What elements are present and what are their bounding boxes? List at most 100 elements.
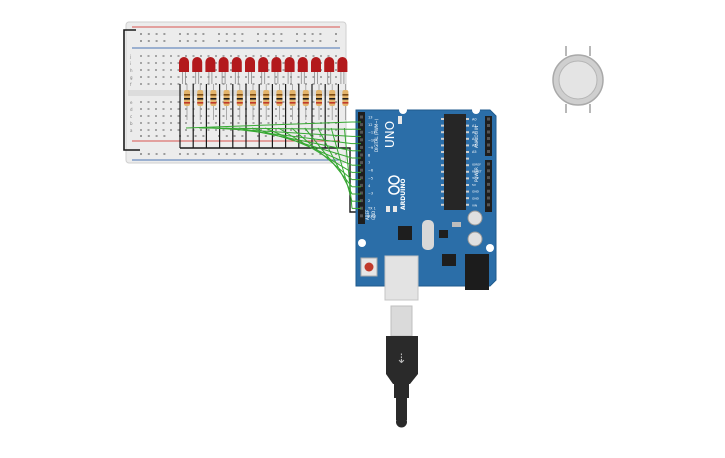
terminal-hole[interactable] (222, 101, 225, 103)
green-wire[interactable] (330, 127, 353, 202)
green-wire[interactable] (291, 127, 353, 180)
rail-hole[interactable] (202, 40, 205, 42)
terminal-hole[interactable] (140, 83, 142, 85)
terminal-hole[interactable] (177, 122, 180, 124)
terminal-hole[interactable] (275, 83, 277, 85)
terminal-hole[interactable] (312, 76, 315, 78)
power-jack[interactable] (465, 254, 489, 290)
rail-hole[interactable] (296, 153, 298, 155)
terminal-hole[interactable] (215, 108, 217, 110)
rail-hole[interactable] (303, 153, 306, 155)
digital-header[interactable] (358, 112, 365, 224)
terminal-hole[interactable] (147, 115, 150, 117)
rail-hole[interactable] (280, 153, 283, 155)
terminal-hole[interactable] (147, 108, 150, 110)
terminal-hole[interactable] (177, 101, 180, 103)
terminal-hole[interactable] (215, 129, 217, 131)
terminal-hole[interactable] (275, 122, 277, 124)
terminal-hole[interactable] (335, 115, 337, 117)
terminal-hole[interactable] (237, 108, 240, 110)
terminal-hole[interactable] (185, 115, 187, 117)
rail-hole[interactable] (319, 153, 322, 155)
terminal-hole[interactable] (320, 83, 322, 85)
terminal-hole[interactable] (327, 101, 330, 103)
rail-hole[interactable] (241, 135, 244, 137)
usb-plug-housing[interactable] (386, 336, 418, 384)
terminal-hole[interactable] (177, 62, 180, 64)
terminal-hole[interactable] (312, 129, 315, 131)
terminal-hole[interactable] (327, 108, 330, 110)
power-pin[interactable] (487, 196, 490, 200)
terminal-hole[interactable] (207, 108, 210, 110)
terminal-hole[interactable] (282, 69, 285, 71)
terminal-hole[interactable] (230, 108, 232, 110)
terminal-hole[interactable] (260, 55, 262, 57)
digital-pin[interactable] (360, 176, 363, 180)
terminal-hole[interactable] (215, 83, 217, 85)
rail-hole[interactable] (163, 135, 166, 137)
terminal-hole[interactable] (162, 101, 165, 103)
terminal-hole[interactable] (162, 69, 165, 71)
terminal-hole[interactable] (267, 55, 270, 57)
terminal-hole[interactable] (185, 76, 187, 78)
terminal-hole[interactable] (290, 122, 292, 124)
rail-hole[interactable] (225, 135, 228, 137)
usb-strain-relief[interactable] (394, 384, 409, 398)
power-pin[interactable] (487, 176, 490, 180)
rail-hole[interactable] (233, 33, 236, 35)
terminal-hole[interactable] (320, 55, 322, 57)
green-wire[interactable] (251, 127, 353, 159)
terminal-hole[interactable] (312, 83, 315, 85)
rail-hole[interactable] (264, 40, 267, 42)
rail-hole[interactable] (272, 135, 275, 137)
rail-hole[interactable] (218, 153, 220, 155)
terminal-hole[interactable] (155, 76, 157, 78)
terminal-hole[interactable] (170, 55, 172, 57)
terminal-hole[interactable] (252, 115, 255, 117)
terminal-hole[interactable] (320, 129, 322, 131)
digital-pin[interactable] (360, 168, 363, 172)
terminal-hole[interactable] (252, 76, 255, 78)
rail-hole[interactable] (311, 33, 314, 35)
terminal-hole[interactable] (215, 115, 217, 117)
analog-pin[interactable] (487, 130, 490, 134)
red-led[interactable] (218, 57, 229, 72)
terminal-hole[interactable] (170, 108, 172, 110)
rail-hole[interactable] (194, 135, 197, 137)
terminal-hole[interactable] (282, 115, 285, 117)
terminal-hole[interactable] (312, 55, 315, 57)
rail-hole[interactable] (218, 33, 220, 35)
green-wire[interactable] (199, 127, 353, 130)
terminal-hole[interactable] (290, 108, 292, 110)
terminal-hole[interactable] (147, 69, 150, 71)
terminal-hole[interactable] (230, 69, 232, 71)
terminal-hole[interactable] (207, 129, 210, 131)
terminal-hole[interactable] (200, 115, 202, 117)
terminal-hole[interactable] (230, 115, 232, 117)
terminal-hole[interactable] (267, 115, 270, 117)
terminal-hole[interactable] (155, 62, 157, 64)
red-led[interactable] (284, 57, 295, 72)
terminal-hole[interactable] (282, 129, 285, 131)
terminal-hole[interactable] (230, 101, 232, 103)
rail-hole[interactable] (140, 33, 142, 35)
green-wire[interactable] (304, 127, 353, 188)
terminal-hole[interactable] (260, 101, 262, 103)
terminal-hole[interactable] (335, 76, 337, 78)
terminal-hole[interactable] (215, 122, 217, 124)
rail-hole[interactable] (225, 40, 228, 42)
usb-cable-wire[interactable] (396, 398, 407, 420)
terminal-hole[interactable] (275, 115, 277, 117)
terminal-hole[interactable] (155, 55, 157, 57)
terminal-hole[interactable] (200, 83, 202, 85)
digital-pin[interactable] (360, 145, 363, 149)
rail-hole[interactable] (303, 135, 306, 137)
digital-pin[interactable] (360, 153, 363, 157)
terminal-hole[interactable] (260, 108, 262, 110)
digital-pin[interactable] (360, 138, 363, 142)
terminal-hole[interactable] (222, 76, 225, 78)
usb-cable[interactable]: ⇣ (386, 305, 418, 428)
terminal-hole[interactable] (207, 55, 210, 57)
terminal-hole[interactable] (222, 122, 225, 124)
terminal-hole[interactable] (147, 62, 150, 64)
